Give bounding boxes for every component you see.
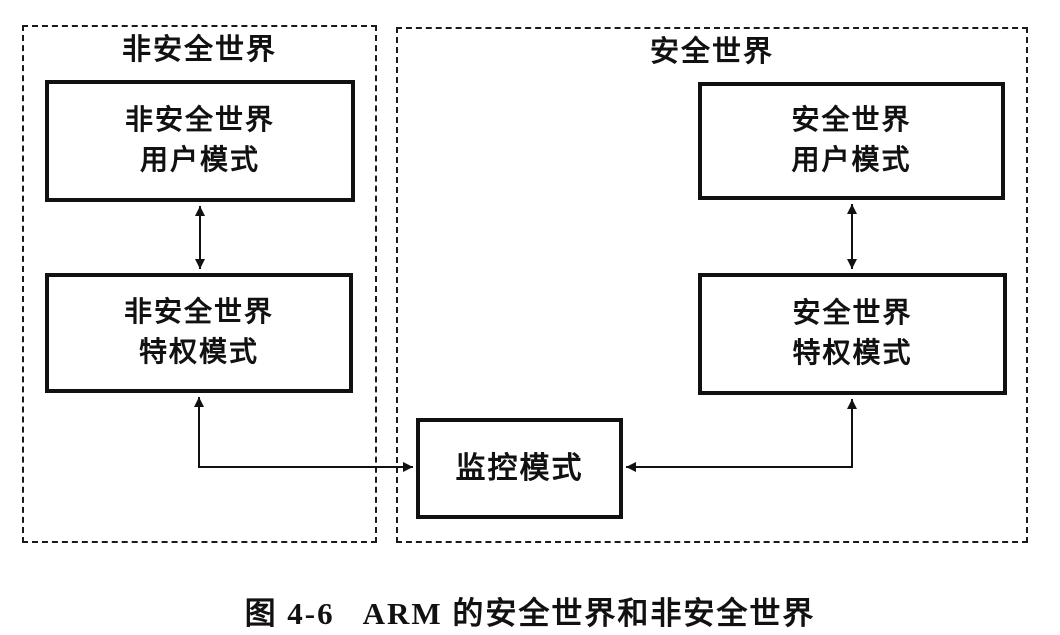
secure-privileged-mode-line1: 安全世界 bbox=[792, 298, 913, 329]
figure-caption-number: 图 4-6 bbox=[244, 596, 335, 631]
monitor-mode-box: 监控模式 bbox=[416, 418, 623, 519]
figure-caption: 图 4-6 ARM 的安全世界和非安全世界 bbox=[0, 588, 1060, 633]
non-secure-world-container bbox=[22, 25, 377, 543]
secure-user-mode-box: 安全世界 用户模式 bbox=[698, 82, 1005, 200]
secure-privileged-mode-box: 安全世界 特权模式 bbox=[698, 273, 1007, 395]
non-secure-user-mode-box: 非安全世界 用户模式 bbox=[45, 80, 355, 202]
non-secure-user-mode-line1: 非安全世界 bbox=[124, 105, 275, 136]
figure-caption-text: ARM 的安全世界和非安全世界 bbox=[362, 596, 816, 631]
non-secure-privileged-mode-line1: 非安全世界 bbox=[123, 297, 274, 328]
secure-world-container bbox=[396, 27, 1028, 543]
secure-user-mode-line1: 安全世界 bbox=[791, 105, 912, 136]
non-secure-user-mode-line2: 用户模式 bbox=[139, 145, 260, 176]
secure-world-title: 安全世界 bbox=[649, 36, 774, 68]
secure-privileged-mode-line2: 特权模式 bbox=[792, 338, 913, 369]
monitor-mode-label: 监控模式 bbox=[455, 451, 584, 485]
non-secure-privileged-mode-line2: 特权模式 bbox=[138, 337, 259, 368]
secure-user-mode-line2: 用户模式 bbox=[791, 145, 912, 176]
non-secure-privileged-mode-box: 非安全世界 特权模式 bbox=[45, 273, 353, 393]
non-secure-world-title: 非安全世界 bbox=[121, 34, 277, 66]
